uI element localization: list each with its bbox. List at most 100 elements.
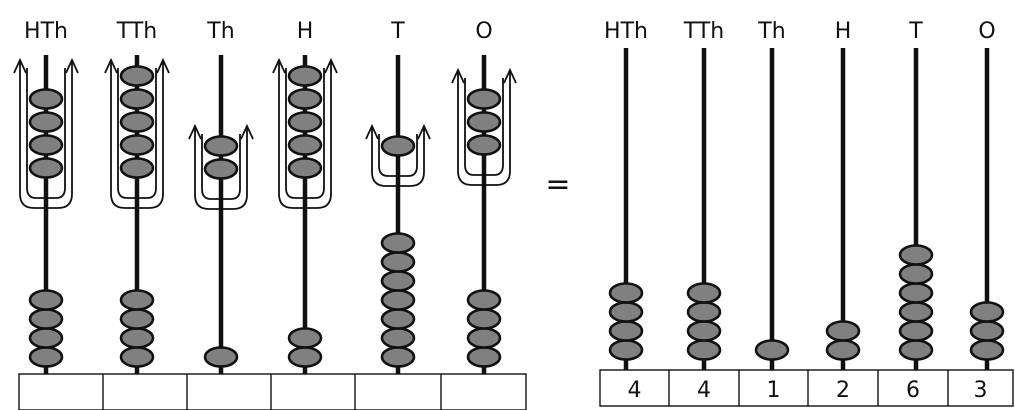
bead (28, 308, 64, 330)
bead (686, 320, 722, 342)
bead (466, 111, 502, 133)
bead (119, 327, 155, 349)
place-label-th: Th (206, 19, 234, 44)
table-cell-value: 6 (906, 378, 920, 403)
bead (119, 157, 155, 179)
place-label-o: O (475, 19, 492, 44)
group-loop-inner (26, 68, 66, 199)
bead (466, 308, 502, 330)
place-label-th: Th (757, 19, 785, 44)
bead (203, 135, 239, 157)
place-label-o: O (978, 19, 995, 44)
bead (466, 346, 502, 368)
arrow-head (13, 57, 27, 74)
bead (119, 111, 155, 133)
place-label-h: H (297, 19, 314, 44)
bead (119, 308, 155, 330)
bead (686, 282, 722, 304)
bead (28, 111, 64, 133)
place-label-t: T (908, 19, 923, 44)
bead (608, 282, 644, 304)
bead (466, 134, 502, 156)
bead (287, 65, 323, 87)
bead (119, 65, 155, 87)
bead (287, 346, 323, 368)
bead (466, 327, 502, 349)
place-label-h: H (835, 19, 852, 44)
table-cell-value: 3 (974, 378, 988, 403)
bead (608, 320, 644, 342)
bead (686, 301, 722, 323)
arrow-head (156, 57, 170, 74)
group-loop-outer (371, 128, 425, 187)
bead (898, 339, 934, 361)
bead (28, 88, 64, 110)
arrow-head (417, 123, 431, 140)
group-loop-outer (110, 62, 164, 209)
arrow-head (324, 57, 338, 74)
bead (754, 339, 790, 361)
table-cell-value: 4 (628, 378, 642, 403)
bead (608, 339, 644, 361)
bead (686, 339, 722, 361)
table-cell-value: 2 (836, 378, 850, 403)
bead (969, 339, 1005, 361)
equals-sign: = (545, 167, 570, 202)
bead (28, 134, 64, 156)
bead (28, 327, 64, 349)
bead (28, 289, 64, 311)
group-loop-inner (201, 134, 241, 200)
table-cell-value: 1 (767, 378, 781, 403)
bead (380, 346, 416, 368)
place-label-hth: HTh (604, 19, 648, 44)
bead (898, 320, 934, 342)
arrow-head (272, 57, 286, 74)
bead (380, 270, 416, 292)
bead (380, 232, 416, 254)
bead (898, 282, 934, 304)
bead (969, 301, 1005, 323)
bead (380, 289, 416, 311)
bead (898, 263, 934, 285)
group-loop-outer (194, 128, 248, 210)
bead (287, 157, 323, 179)
table-cell-value: 4 (697, 378, 711, 403)
arrow-head (65, 57, 79, 74)
group-loop-outer (457, 72, 511, 186)
group-loop-inner (117, 68, 157, 199)
bead (119, 134, 155, 156)
bead (119, 346, 155, 368)
bead (466, 289, 502, 311)
group-loop-inner (378, 134, 418, 177)
arrow-head (188, 123, 202, 140)
bead (825, 339, 861, 361)
bead (898, 244, 934, 266)
bead (287, 111, 323, 133)
arrow-head (365, 123, 379, 140)
group-loop-outer (19, 62, 73, 209)
bead (380, 251, 416, 273)
arrow-head (503, 67, 517, 84)
bead (380, 308, 416, 330)
bead (28, 346, 64, 368)
place-value-table (599, 369, 1014, 407)
bead (287, 134, 323, 156)
arrow-head (240, 123, 254, 140)
place-value-table (18, 373, 527, 410)
place-label-tth: TTh (116, 19, 157, 44)
bead (287, 88, 323, 110)
group-loop-inner (285, 68, 325, 199)
bead (380, 327, 416, 349)
bead (287, 327, 323, 349)
bead (969, 320, 1005, 342)
bead (608, 301, 644, 323)
arrow-head (451, 67, 465, 84)
bead (380, 135, 416, 157)
group-loop-outer (278, 62, 332, 209)
bead (825, 320, 861, 342)
group-loop-inner (464, 78, 504, 176)
